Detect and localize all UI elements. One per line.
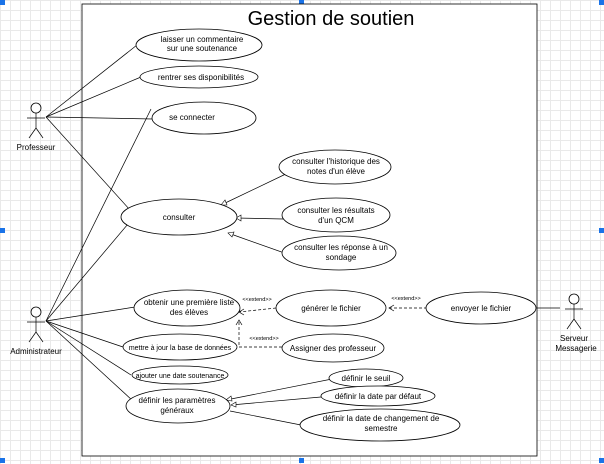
use-case-label: laisser un commentaire [161, 35, 244, 44]
use-case-label: définir les paramètres [139, 396, 216, 405]
extend-label-liste: <<extend>> [242, 297, 271, 303]
use-case-label: mettre à jour la base de données [129, 345, 232, 352]
use-case-generer-fichier[interactable]: générer le fichier [275, 289, 387, 327]
use-case-assigner[interactable]: Assigner des professeur [281, 333, 385, 363]
use-case-label: d'un QCM [318, 216, 354, 225]
use-case-label: définir la date par défaut [335, 392, 422, 401]
use-case-date-defaut[interactable]: définir la date par défaut [320, 385, 436, 407]
use-case-commentaire[interactable]: laisser un commentaire sur une soutenanc… [135, 28, 263, 62]
use-case-premiere-liste[interactable]: obtenir une première liste des élèves [133, 289, 241, 327]
use-case-label: des élèves [170, 308, 208, 317]
parameter-generalizations [225, 378, 333, 426]
resize-handle-right[interactable] [599, 228, 604, 233]
use-case-parametres[interactable]: définir les paramètres généraux [125, 388, 231, 424]
use-case-reponse-sondage[interactable]: consulter les réponse à un sondage [281, 235, 397, 271]
use-case-resultats-qcm[interactable]: consulter les résultats d'un QCM [281, 197, 391, 233]
use-case-label: consulter [163, 213, 196, 222]
use-case-envoyer-fichier[interactable]: envoyer le fichier [425, 291, 537, 325]
use-case-date-changement[interactable]: définir la date de changement de semestr… [299, 408, 461, 442]
use-case-label: semestre [365, 424, 398, 433]
actor-serveur-messagerie[interactable] [565, 293, 583, 330]
use-case-disponibilites[interactable]: rentrer ses disponibilités [139, 65, 259, 89]
resize-handle-top-right[interactable] [599, 0, 604, 5]
extend-label-assigner: <<extend>> [249, 336, 278, 342]
use-case-label: Assigner des professeur [290, 344, 377, 353]
use-case-consulter[interactable]: consulter [120, 198, 238, 236]
use-case-label: envoyer le fichier [451, 304, 512, 313]
resize-handle-bottom-right[interactable] [599, 458, 604, 463]
associations [45, 44, 560, 402]
use-case-mettre-a-jour[interactable]: mettre à jour la base de données [122, 333, 238, 361]
use-case-label: notes d'un élève [307, 167, 366, 176]
actor-label-messagerie: Messagerie [555, 344, 597, 353]
use-case-label: consulter les réponse à un [294, 243, 388, 252]
resize-handle-bottom[interactable] [299, 458, 304, 463]
actor-label-professeur: Professeur [17, 143, 56, 152]
use-case-ajouter-date[interactable]: ajouter une date soutenance [131, 365, 229, 385]
use-case-label: générer le fichier [301, 304, 361, 313]
resize-handle-left[interactable] [0, 228, 5, 233]
resize-handle-top-left[interactable] [0, 0, 5, 5]
use-case-se-connecter[interactable]: se connecter [151, 101, 257, 135]
actor-label-administrateur: Administrateur [10, 347, 62, 356]
use-case-label: consulter les résultats [297, 206, 374, 215]
use-case-seuil[interactable]: définir le seuil [328, 368, 404, 388]
use-case-historique[interactable]: consulter l'historique des notes d'un él… [278, 149, 392, 185]
use-case-label: ajouter une date soutenance [136, 373, 225, 380]
use-case-label: sondage [326, 253, 357, 262]
use-case-label: consulter l'historique des [292, 157, 380, 166]
use-case-label: sur une soutenance [167, 44, 238, 53]
use-case-label: définir la date de changement de [323, 414, 440, 423]
use-case-label: généraux [160, 406, 193, 415]
actor-administrateur[interactable] [27, 306, 45, 343]
extend-label-envoyer: <<extend>> [391, 296, 420, 302]
actor-professeur[interactable] [27, 102, 45, 139]
generalization-arrows [220, 171, 291, 256]
resize-handle-top[interactable] [299, 0, 304, 5]
use-case-label: définir le seuil [342, 374, 391, 383]
use-case-label: se connecter [169, 113, 215, 122]
system-title: Gestion de soutien [248, 8, 415, 30]
resize-handle-bottom-left[interactable] [0, 458, 5, 463]
actor-label-serveur: Serveur [560, 334, 588, 343]
use-case-label: rentrer ses disponibilités [158, 73, 244, 82]
use-case-label: obtenir une première liste [144, 298, 235, 307]
